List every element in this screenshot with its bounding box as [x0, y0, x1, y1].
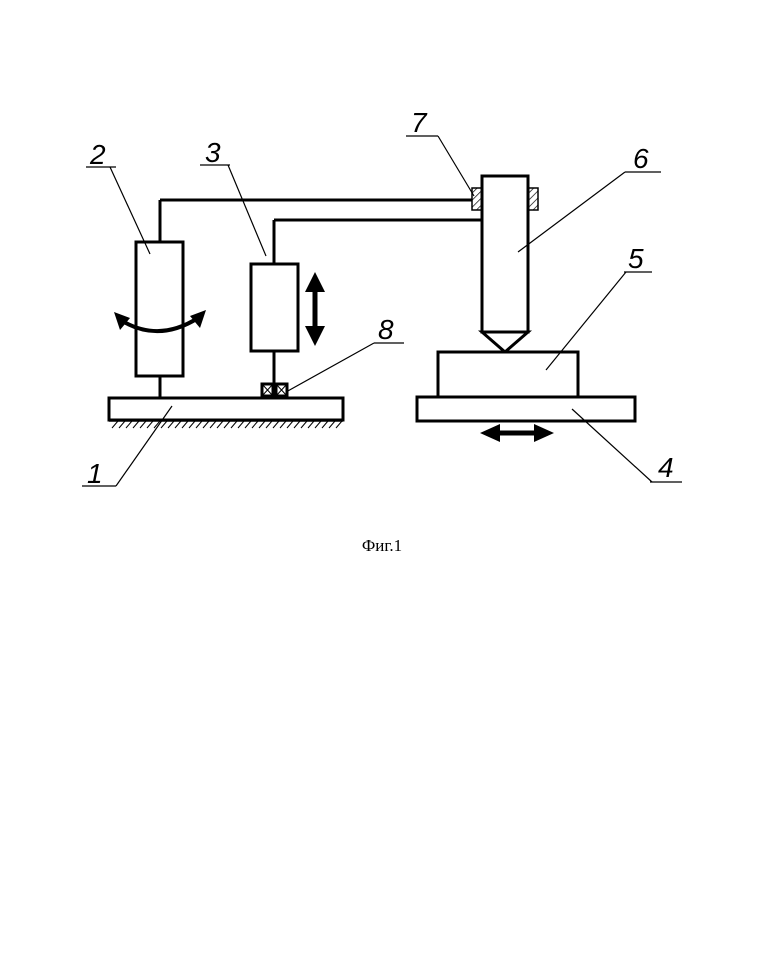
label-3: 3 [205, 137, 221, 168]
horizontal-motion-arrow-icon [480, 424, 554, 442]
rotary-drive [136, 200, 183, 398]
fixed-base [109, 398, 343, 428]
tool-holder [482, 176, 528, 352]
workpiece [438, 352, 578, 397]
ground-hatching [112, 421, 342, 428]
bearing [262, 384, 287, 398]
label-8: 8 [378, 314, 394, 345]
label-6: 6 [633, 143, 649, 174]
label-7: 7 [411, 107, 428, 138]
label-5: 5 [628, 243, 644, 274]
label-2: 2 [89, 139, 106, 170]
vertical-motion-arrow-icon [305, 272, 325, 346]
label-4: 4 [658, 452, 674, 483]
figure-caption: Фиг.1 [362, 536, 402, 555]
moving-table [417, 397, 635, 421]
label-1: 1 [87, 458, 103, 489]
